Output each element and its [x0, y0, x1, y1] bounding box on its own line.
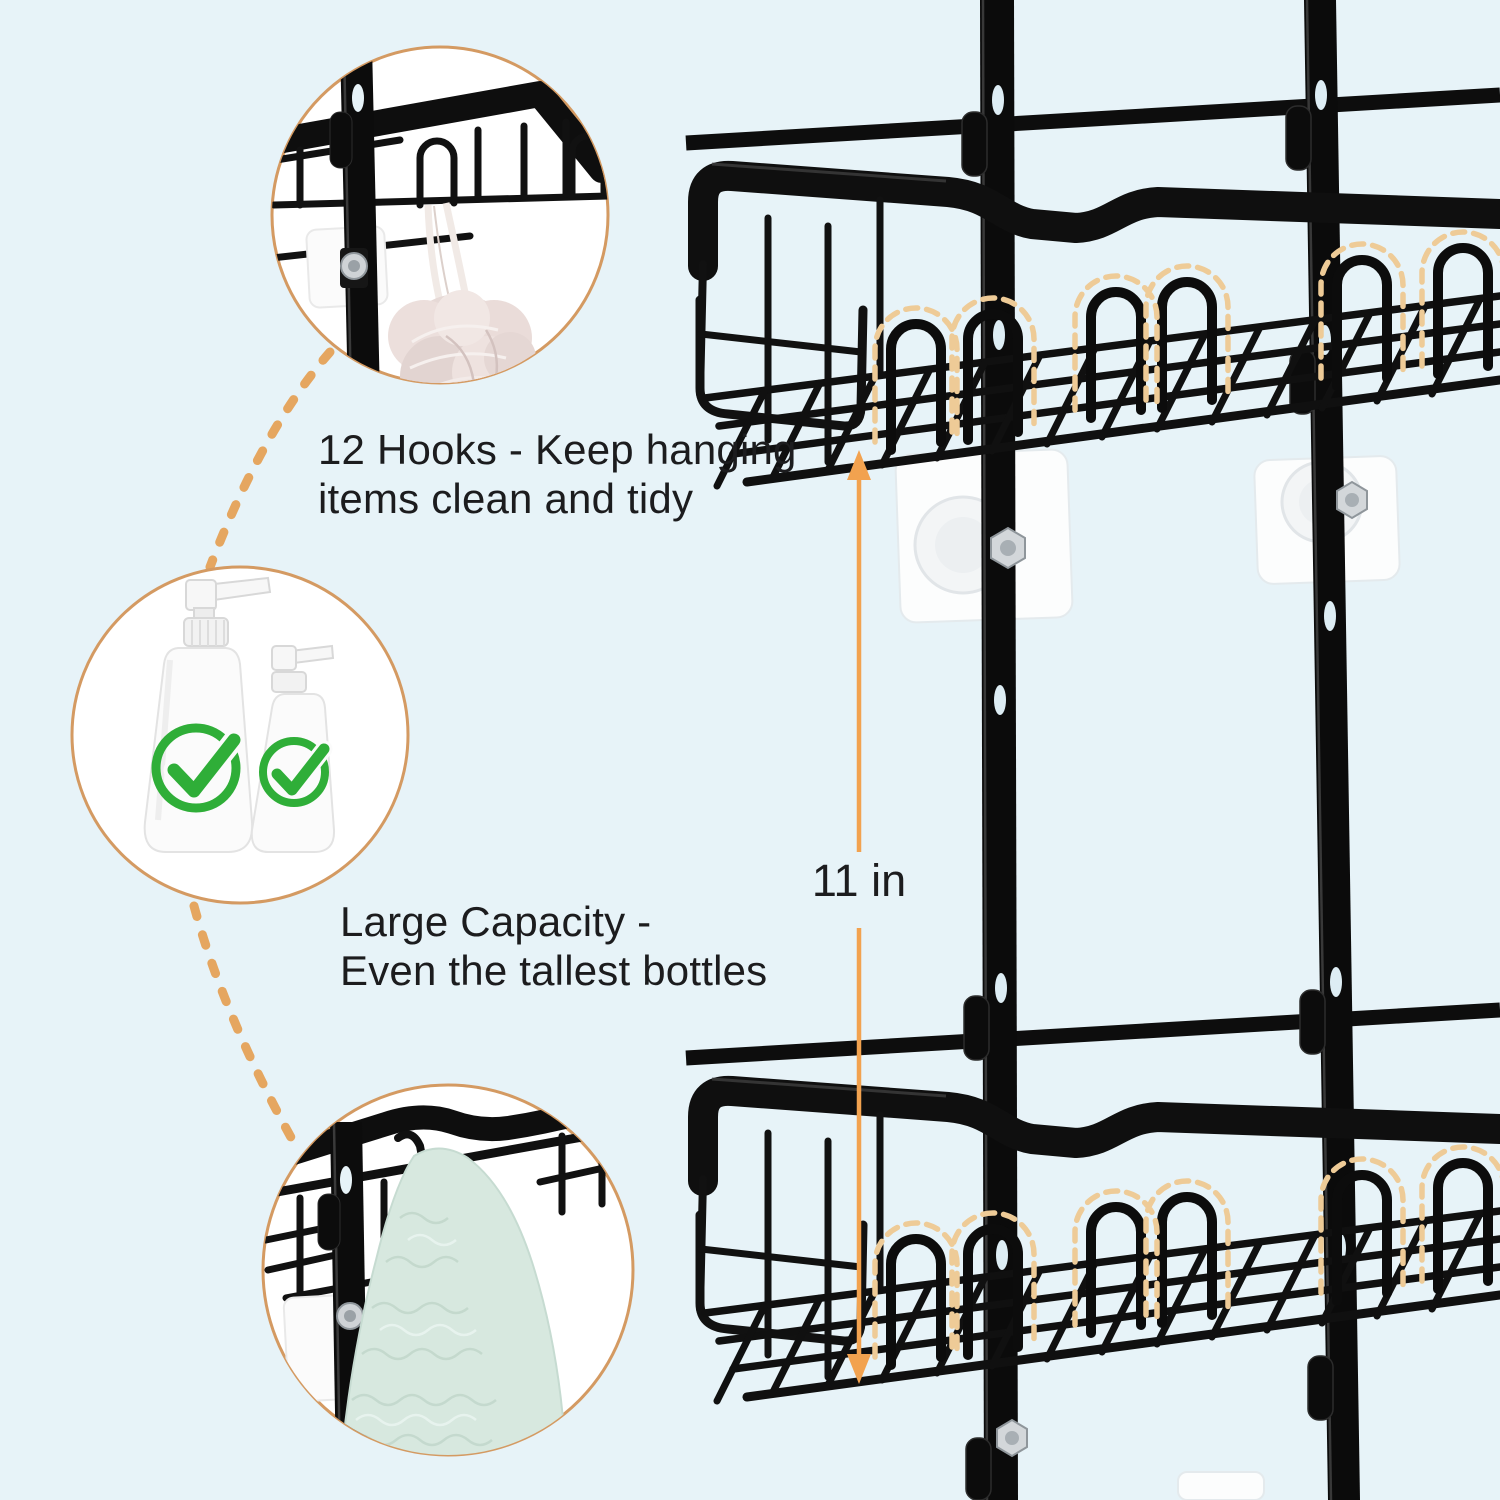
- caption-hooks-line2: items clean and tidy: [318, 475, 694, 522]
- wire-basket: [688, 160, 1500, 490]
- caption-capacity: Large Capacity - Even the tallest bottle…: [340, 897, 767, 995]
- caption-hooks-line1: 12 Hooks - Keep hanging: [318, 426, 797, 473]
- adhesive-pad-bottom: [1177, 1471, 1265, 1500]
- arrowhead-down-icon: [847, 1354, 871, 1384]
- dashed-connector-bottom: [189, 901, 303, 1155]
- top-back-rail: [685, 87, 1500, 151]
- caption-capacity-line1: Large Capacity -: [340, 898, 652, 945]
- arrowhead-up-icon: [847, 450, 871, 480]
- loofah-ball: [388, 290, 536, 383]
- bottom-back-rail: [685, 1002, 1500, 1066]
- measurement-arrow: [847, 450, 871, 1384]
- towel-on-hook-icon: [263, 1088, 633, 1455]
- loofah-on-hook-icon: [272, 47, 608, 383]
- hook-highlight-dashes: [872, 229, 1500, 445]
- dashed-connector-top: [205, 347, 335, 572]
- check-icon-small: [259, 737, 333, 807]
- callout-circle-capacity: [70, 565, 410, 905]
- mounting-bolts: [990, 480, 1368, 1458]
- measurement-label: 11 in: [811, 855, 907, 906]
- callout-circle-hooks: [270, 45, 610, 385]
- towel: [341, 1147, 568, 1455]
- basket-hooks: [886, 243, 1493, 455]
- wire-basket-lower: [700, 1079, 1500, 1401]
- caption-capacity-line2: Even the tallest bottles: [340, 947, 768, 994]
- caption-hooks: 12 Hooks - Keep hanging items clean and …: [318, 425, 797, 523]
- pump-bottles-approved-icon: [143, 576, 336, 853]
- product-photo: [686, 0, 1500, 1500]
- check-icon-large: [151, 723, 245, 813]
- callout-circle-towel: [261, 1083, 635, 1457]
